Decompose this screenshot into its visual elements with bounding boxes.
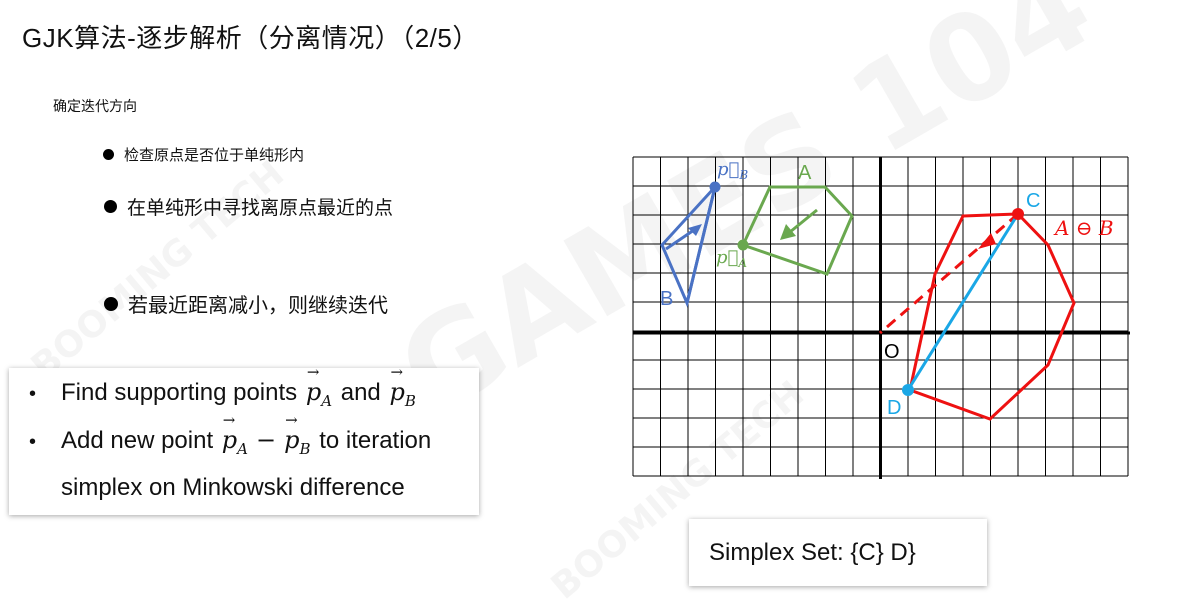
label-d: D — [887, 397, 901, 419]
minkowski-difference — [908, 212, 1076, 421]
direction-arrow-a — [789, 208, 818, 234]
vector-pB: pB — [284, 411, 310, 458]
arrow-head-b — [688, 224, 702, 236]
bullet-icon: • — [29, 383, 37, 405]
page-title: GJK算法-逐步解析（分离情况）（2/5） — [22, 23, 479, 53]
english-line-3: simplex on Minkowski difference — [29, 474, 405, 502]
bullet-item: 若最近距离减小，则继续迭代 — [104, 289, 388, 318]
english-text: and — [340, 379, 381, 406]
english-explanation-box: • Find supporting points pA and pB • Add… — [9, 363, 479, 515]
arrow-head-a — [780, 224, 796, 240]
bullet-item: 检查原点是否位于单纯形内 — [103, 144, 304, 165]
bullet-text: 若最近距离减小，则继续迭代 — [128, 295, 388, 317]
simplex-segment-cd — [906, 213, 1020, 391]
english-line-1: • Find supporting points pA and pB — [29, 363, 418, 410]
english-text: to iteration — [319, 427, 432, 454]
vector-pA: pA — [222, 411, 248, 458]
label-c: C — [1026, 190, 1040, 212]
label-pB: p⃗B — [717, 159, 748, 182]
bullet-text: 检查原点是否位于单纯形内 — [124, 147, 305, 164]
bullet-text: 在单纯形中寻找离原点最近的点 — [127, 198, 394, 219]
point-c — [1012, 208, 1024, 220]
english-text: simplex on Minkowski difference — [61, 474, 405, 501]
section-subheading: 确定迭代方向 — [53, 98, 137, 114]
simplex-set-box: Simplex Set: {C} D} — [689, 519, 987, 586]
bullet-dot-icon — [103, 149, 114, 160]
label-minkowski: A ⊖ B — [1053, 216, 1114, 240]
shape-b-diagonal — [685, 186, 717, 304]
vector-pB: pB — [389, 363, 415, 410]
label-o: O — [884, 341, 900, 363]
point-pB — [709, 181, 721, 193]
english-text: Find supporting points — [61, 379, 298, 406]
gjk-diagram: A B C D O p⃗B p⃗A A ⊖ B — [632, 156, 1130, 479]
watermark-booming-tech: BOOMING TECH — [24, 153, 292, 387]
label-a: A — [798, 162, 812, 184]
bullet-item: 在单纯形中寻找离原点最近的点 — [104, 193, 393, 220]
english-line-2: • Add new point pA − pB to iteration — [29, 411, 432, 458]
label-b: B — [660, 288, 673, 310]
direction-arrow-b — [665, 228, 695, 251]
bullet-dot-icon — [104, 296, 118, 311]
bullet-icon: • — [29, 431, 37, 453]
bullet-dot-icon — [104, 200, 117, 213]
shape-a — [740, 185, 854, 276]
minus-sign: − — [256, 426, 277, 454]
label-pA: p⃗A — [716, 247, 747, 270]
search-direction-dashed — [879, 212, 1019, 335]
vector-pA: pA — [306, 363, 332, 410]
point-d — [902, 384, 914, 396]
simplex-set-text: Simplex Set: {C} D} — [709, 538, 916, 566]
search-arrow-head — [978, 233, 996, 249]
english-text: Add new point — [61, 427, 214, 454]
point-pA — [737, 239, 749, 251]
